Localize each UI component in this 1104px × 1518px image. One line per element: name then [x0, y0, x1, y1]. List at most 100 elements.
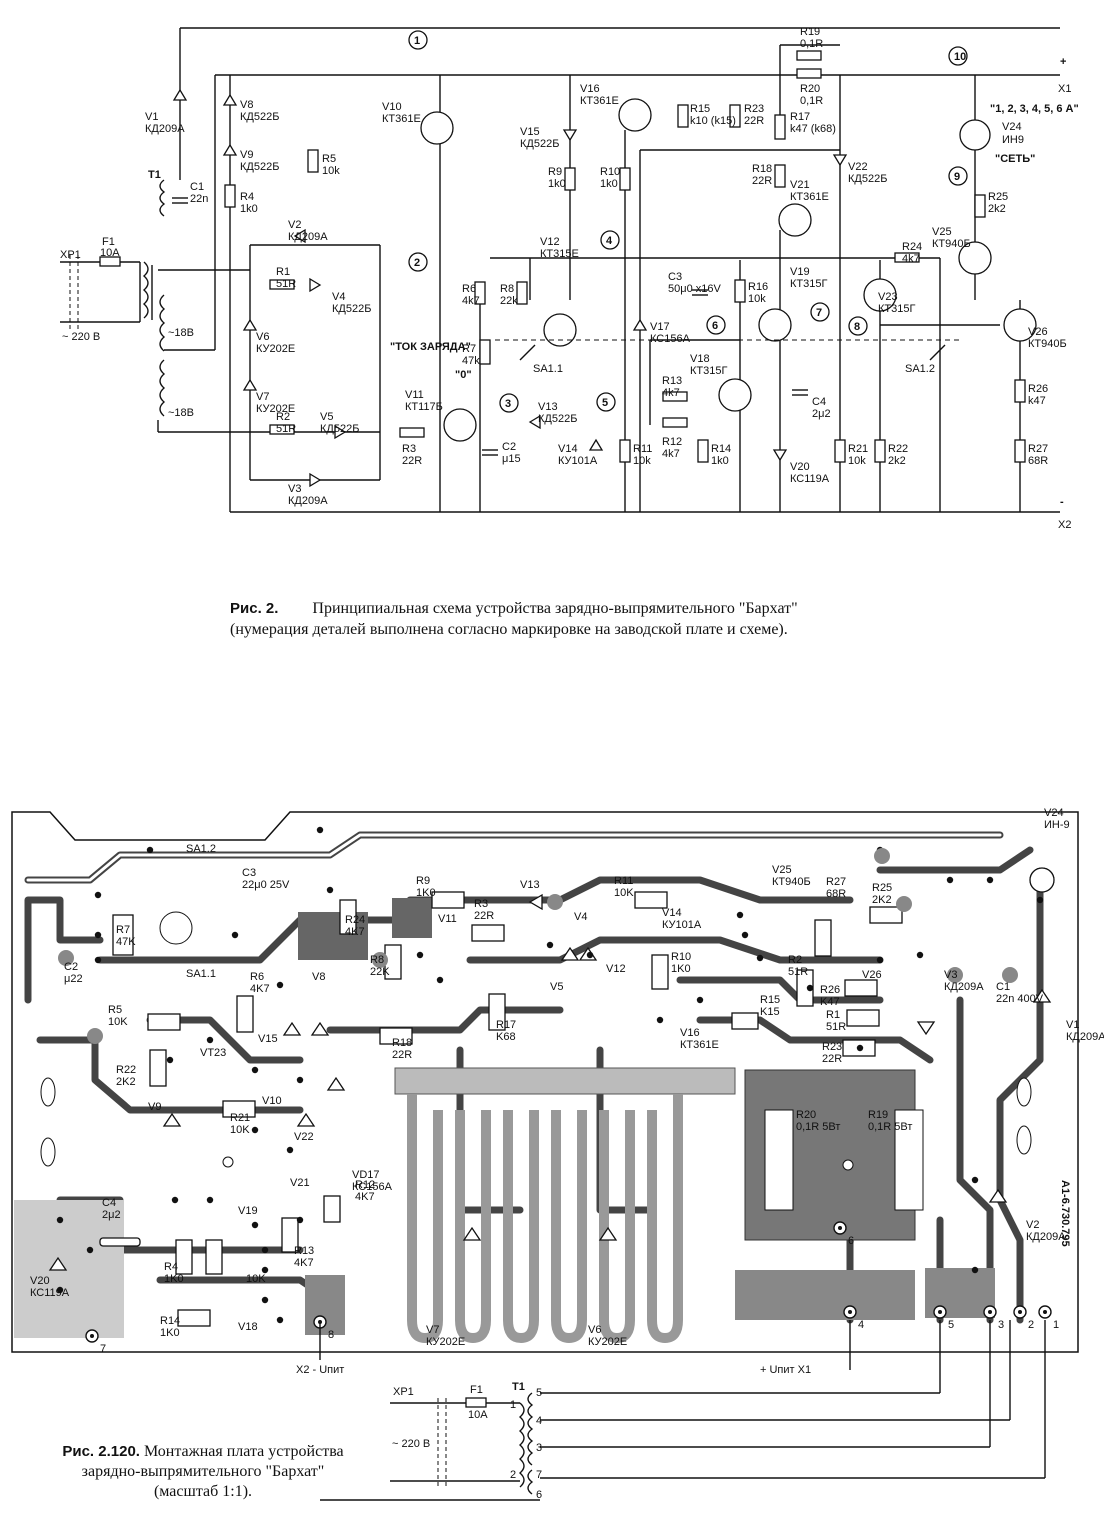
v20-pad — [14, 1200, 124, 1338]
board-text: КС119А — [30, 1287, 70, 1299]
board-ref: V14 — [662, 907, 682, 919]
board-text: 10K — [614, 887, 634, 899]
part-value-r24: 4k7 — [902, 253, 920, 265]
solder-pad — [261, 1266, 269, 1274]
part-value-r15: k10 (k15) — [690, 115, 736, 127]
part-value-r27: 68R — [1028, 455, 1048, 467]
part-ref-v6: V6 — [256, 331, 269, 343]
schematic-caption-line1: Принципиальная схема устройства зарядно-… — [312, 600, 798, 617]
solder-pad — [94, 891, 102, 899]
board-text: 10K — [246, 1273, 266, 1285]
board-text: КУ202Е — [588, 1336, 627, 1348]
part-ref-r6: R6 — [462, 283, 476, 295]
large-pad — [58, 950, 74, 966]
board-ref: R8 — [370, 954, 384, 966]
indicator-mains: "СЕТЬ" — [995, 153, 1035, 165]
board-ref: V6 — [588, 1324, 601, 1336]
part-value-r10: 1k0 — [600, 178, 618, 190]
terminal-number: 7 — [100, 1343, 106, 1355]
mounting-holes — [40, 867, 1055, 1171]
node-7: 7 — [810, 302, 830, 322]
board-text: 22R — [822, 1053, 842, 1065]
board-ref: R13 — [294, 1245, 314, 1257]
board-caption-fig: Рис. 2.120. — [62, 1443, 140, 1460]
node-number: 2 — [414, 257, 420, 269]
board-part-v15: V15 — [258, 1033, 278, 1045]
node-9: 9 — [948, 166, 968, 186]
board-text: V21 — [290, 1177, 310, 1189]
terminal-hole — [1018, 1310, 1022, 1314]
node-8: 8 — [848, 316, 868, 336]
output-x1: X1 — [1058, 83, 1071, 95]
part-value-v23: КТ315Г — [878, 303, 915, 315]
f1-rating: 10A — [100, 247, 120, 259]
solder-pad — [736, 911, 744, 919]
node-10: 10 — [948, 46, 968, 66]
part-value-v6: КУ202Е — [256, 343, 295, 355]
solder-pad — [876, 956, 884, 964]
part-ref-v3: V3 — [288, 483, 301, 495]
solder-pad — [436, 976, 444, 984]
board-ref: R25 — [872, 882, 892, 894]
node-5: 5 — [596, 392, 616, 412]
board-ref: VD17 — [352, 1169, 380, 1181]
board-text: SA1.2 — [186, 843, 216, 855]
v24-ref: V24 — [1002, 121, 1022, 133]
part-ref-v20: V20 — [790, 461, 810, 473]
solder-pad — [586, 951, 594, 959]
board-ref: R7 — [116, 924, 130, 936]
terminal-number: 4 — [858, 1319, 864, 1331]
part-value-r11: 10k — [633, 455, 651, 467]
board-ref: R24 — [345, 914, 365, 926]
part-value-r4: 1k0 — [240, 203, 258, 215]
board-text: 22n 400V — [996, 993, 1044, 1005]
solder-pad — [86, 1246, 94, 1254]
node-circle — [408, 30, 428, 50]
solder-pad — [206, 1196, 214, 1204]
schematic-transistors — [420, 98, 1037, 442]
part-ref-v9: V9 — [240, 149, 253, 161]
part-ref-v26: V26 — [1028, 326, 1048, 338]
board-part-v11: V11 — [438, 913, 457, 925]
winding-a: ~18В — [168, 327, 194, 339]
board-xp1: XP1 — [393, 1386, 414, 1398]
node-number: 7 — [816, 307, 822, 319]
board-text: 51R — [788, 966, 808, 978]
part-ref-r15: R15 — [690, 103, 710, 115]
part-ref-v7: V7 — [256, 391, 269, 403]
board-text: 1K0 — [164, 1273, 184, 1285]
terminal-hole — [90, 1334, 94, 1338]
node-number: 4 — [606, 235, 613, 247]
terminal-number: 6 — [848, 1235, 854, 1247]
part-ref-r17: R17 — [790, 111, 810, 123]
part-ref-v15: V15 — [520, 126, 540, 138]
tok-zaryada-label: "ТОК ЗАРЯДА" — [390, 341, 471, 353]
sa12-label: SA1.2 — [905, 363, 935, 375]
part-ref-r26: R26 — [1028, 383, 1048, 395]
board-text: V8 — [312, 971, 325, 983]
terminal-ring — [1038, 1305, 1052, 1319]
board-ref: V3 — [944, 969, 957, 981]
mains-voltage: ~ 220 В — [62, 331, 100, 343]
solder-pad — [56, 1286, 64, 1294]
board-text: 22R — [392, 1049, 412, 1061]
board-text: 4K7 — [355, 1191, 375, 1203]
part-ref-v1: V1 — [145, 111, 158, 123]
board-text: 10K — [108, 1016, 128, 1028]
